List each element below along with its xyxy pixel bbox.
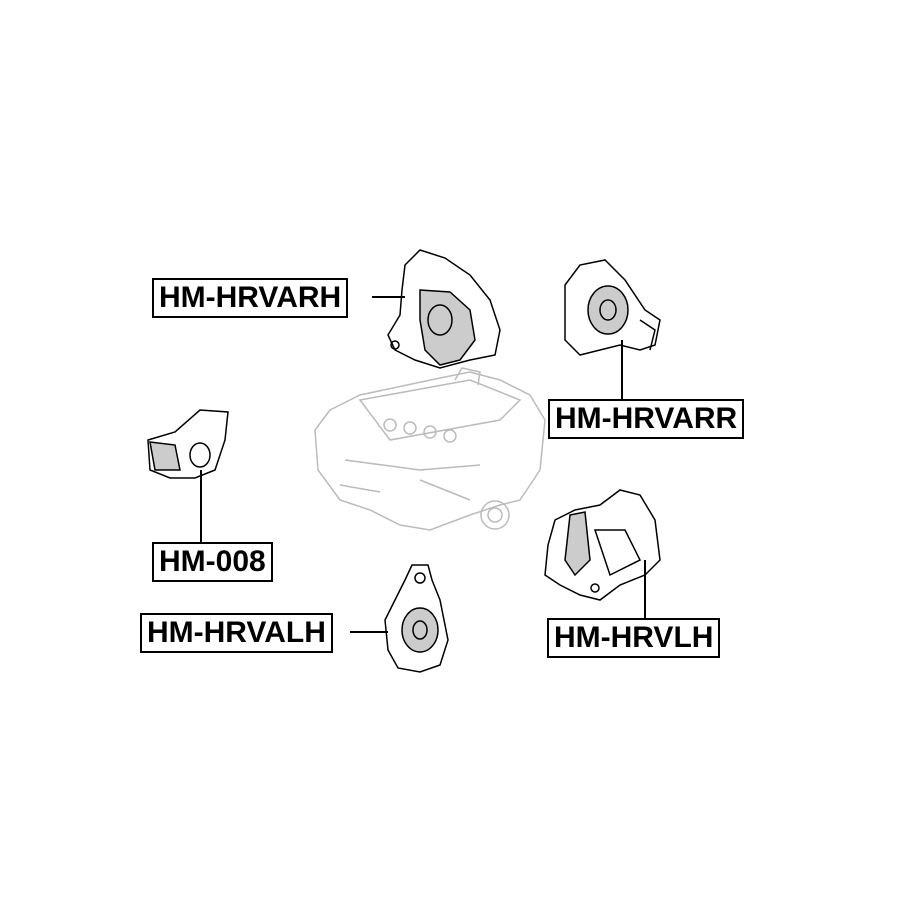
engine-illustration [314, 367, 546, 531]
part-label-hm-hrvarr: HM-HRVARR [548, 399, 745, 439]
part-hm-008-drawing [147, 409, 229, 479]
part-label-hm-hrvarh: HM-HRVARH [152, 278, 349, 318]
part-hm-hrvlh-drawing [544, 489, 661, 601]
part-label-hm-008: HM-008 [152, 542, 273, 582]
part-label-hm-hrvlh: HM-HRVLH [547, 618, 721, 658]
part-hm-hrvalh-drawing [384, 564, 449, 673]
part-hm-hrvarr-drawing [564, 259, 661, 356]
part-hm-hrvarh-drawing [387, 249, 501, 369]
part-label-hm-hrvalh: HM-HRVALH [140, 613, 333, 653]
